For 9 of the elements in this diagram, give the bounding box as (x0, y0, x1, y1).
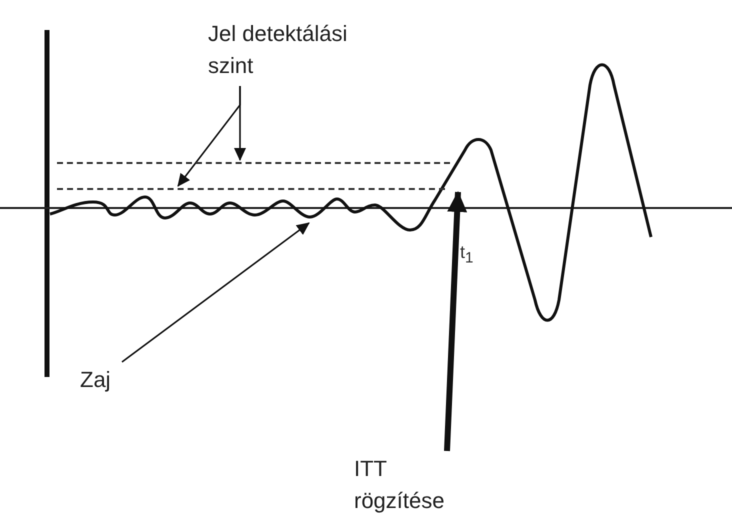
dashed-level-line (57, 188, 445, 190)
callout-text: Zaj (80, 364, 120, 396)
callout-text: ITT rögzítése (354, 453, 464, 517)
dashed-level-line (57, 162, 450, 164)
leader-line (122, 222, 310, 363)
time-label: t$_{1}$ (460, 242, 474, 269)
leader-line (177, 86, 241, 187)
callout-text: Jel detektálási szint (208, 18, 388, 82)
arrow (444, 191, 468, 452)
